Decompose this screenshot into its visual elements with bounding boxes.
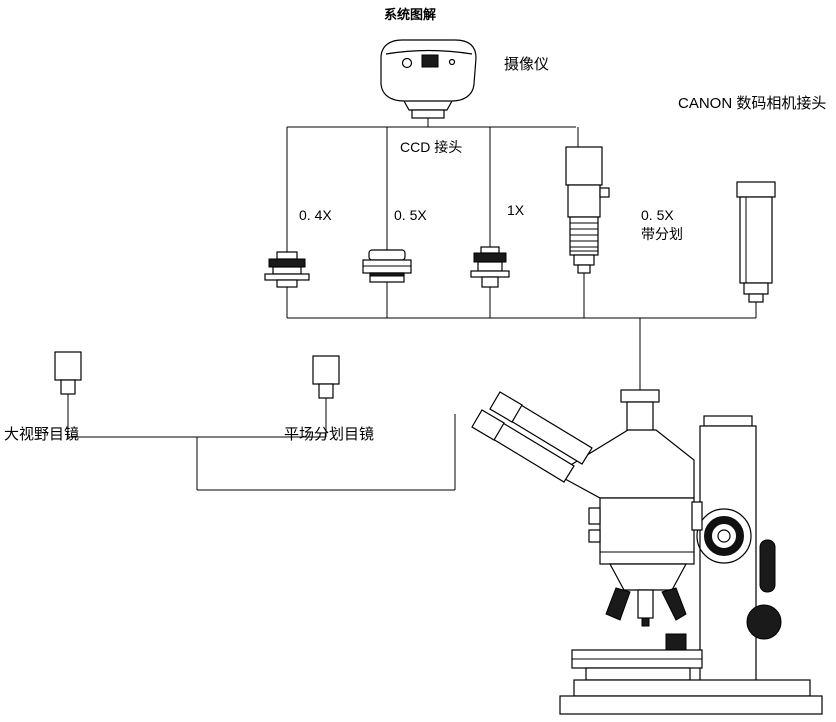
wide-eyepiece-body <box>54 351 82 381</box>
adapter-04x-mid <box>272 266 302 275</box>
microscope-head <box>471 389 695 499</box>
diagram-title: 系统图解 <box>384 7 436 22</box>
adapter-1x-top <box>480 246 500 254</box>
illuminator-center-lens <box>717 529 731 543</box>
reticle-tube-top <box>565 146 603 186</box>
reticle-tube-thread-lines <box>570 222 598 252</box>
microscope-illustration <box>471 389 823 715</box>
base-bottom-slab <box>559 695 823 715</box>
canon-adapter-illustration <box>736 181 776 303</box>
focus-knob <box>746 604 782 640</box>
adapter-05x-reticle-illustration <box>565 146 610 274</box>
adapter-04x-flange <box>264 273 310 281</box>
plan-reticle-eyepiece-label: 平场分划目镜 <box>284 425 374 443</box>
adapter-04x-top <box>276 251 298 260</box>
objective-left <box>605 587 631 621</box>
camera-mount-base <box>411 109 445 119</box>
reticle-tube-mid <box>567 184 601 218</box>
stage-assembly <box>571 633 703 681</box>
plan-eyepiece-stem <box>318 383 334 399</box>
diagram-labels: 系统图解 摄像仪 CANON 数码相机接头 CCD 接头 0. 4X 0. 5X… <box>4 7 826 443</box>
eyepiece-cap-upper <box>489 391 523 423</box>
illuminator-outer-ring <box>696 508 752 564</box>
canon-adapter-label: CANON 数码相机接头 <box>678 95 826 112</box>
wide-field-eyepiece-illustration <box>54 351 82 395</box>
reticle-tube-cap <box>573 254 595 266</box>
substage-plate <box>585 667 691 681</box>
adapter-04x-illustration <box>264 251 310 288</box>
column-cap <box>703 415 753 427</box>
body-left-knob-upper <box>588 507 601 525</box>
adapter-1x-bottom <box>481 276 499 288</box>
canon-tube-flange <box>743 282 769 295</box>
adapter-05x-reticle-label-line1: 0. 5X <box>641 207 674 223</box>
adapter-1x-band <box>473 252 507 263</box>
adapter-04x-label: 0. 4X <box>299 207 332 223</box>
body-column-bridge <box>691 501 703 531</box>
camera-illustration <box>380 39 477 119</box>
illuminator-dark-ring <box>704 516 744 556</box>
camera-label: 摄像仪 <box>504 56 549 73</box>
objective-center-tip <box>641 617 650 627</box>
column-side-handle <box>759 539 776 593</box>
canon-tube-cap <box>736 181 776 198</box>
adapter-1x-mid <box>477 261 503 272</box>
phototube-cap <box>620 389 660 403</box>
objective-right <box>661 587 687 621</box>
adapter-05x-illustration <box>362 249 412 283</box>
camera-indicator-dot <box>448 58 456 66</box>
adapter-04x-band <box>268 258 306 268</box>
body-block <box>599 497 695 565</box>
camera-neck <box>403 100 453 111</box>
microscope-base <box>559 679 823 715</box>
eyepiece-connection-lines <box>67 394 456 491</box>
nosepiece-turret <box>608 563 688 591</box>
reticle-tube-stub <box>577 264 591 274</box>
canon-tube-body <box>739 196 773 284</box>
microscope-body <box>588 497 703 565</box>
wide-eyepiece-stem <box>60 379 76 395</box>
adapter-05x-label: 0. 5X <box>394 207 427 223</box>
microscope-column <box>696 415 782 683</box>
specimen-stub <box>665 633 687 651</box>
body-left-knob-lower <box>588 529 601 543</box>
adapter-04x-bottom <box>276 279 298 288</box>
adapter-1x-flange <box>470 270 510 278</box>
connection-lines <box>67 118 757 491</box>
adapter-1x-label: 1X <box>507 202 525 218</box>
adapter-1x-illustration <box>470 246 510 288</box>
base-upper-step <box>573 679 811 697</box>
camera-body <box>380 39 477 102</box>
adapter-05x-reticle-label-line2: 带分划 <box>641 226 683 242</box>
objective-center <box>637 589 654 619</box>
camera-adapter-bus-lines <box>286 118 757 390</box>
camera-top-seam <box>385 49 473 55</box>
plan-reticle-eyepiece-illustration <box>312 355 340 399</box>
reticle-tube-side-tab <box>599 187 610 198</box>
camera-sensor-block <box>421 54 439 68</box>
adapter-05x-top <box>368 249 406 261</box>
plan-eyepiece-body <box>312 355 340 385</box>
adapter-05x-band <box>369 272 405 277</box>
camera-lens-icon <box>401 57 413 69</box>
eyepiece-cap-lower <box>471 409 505 441</box>
canon-tube-stub <box>748 293 764 303</box>
ccd-mount-label: CCD 接头 <box>400 139 462 155</box>
nosepiece-and-objectives <box>605 563 688 627</box>
wide-field-eyepiece-label: 大视野目镜 <box>4 425 79 443</box>
